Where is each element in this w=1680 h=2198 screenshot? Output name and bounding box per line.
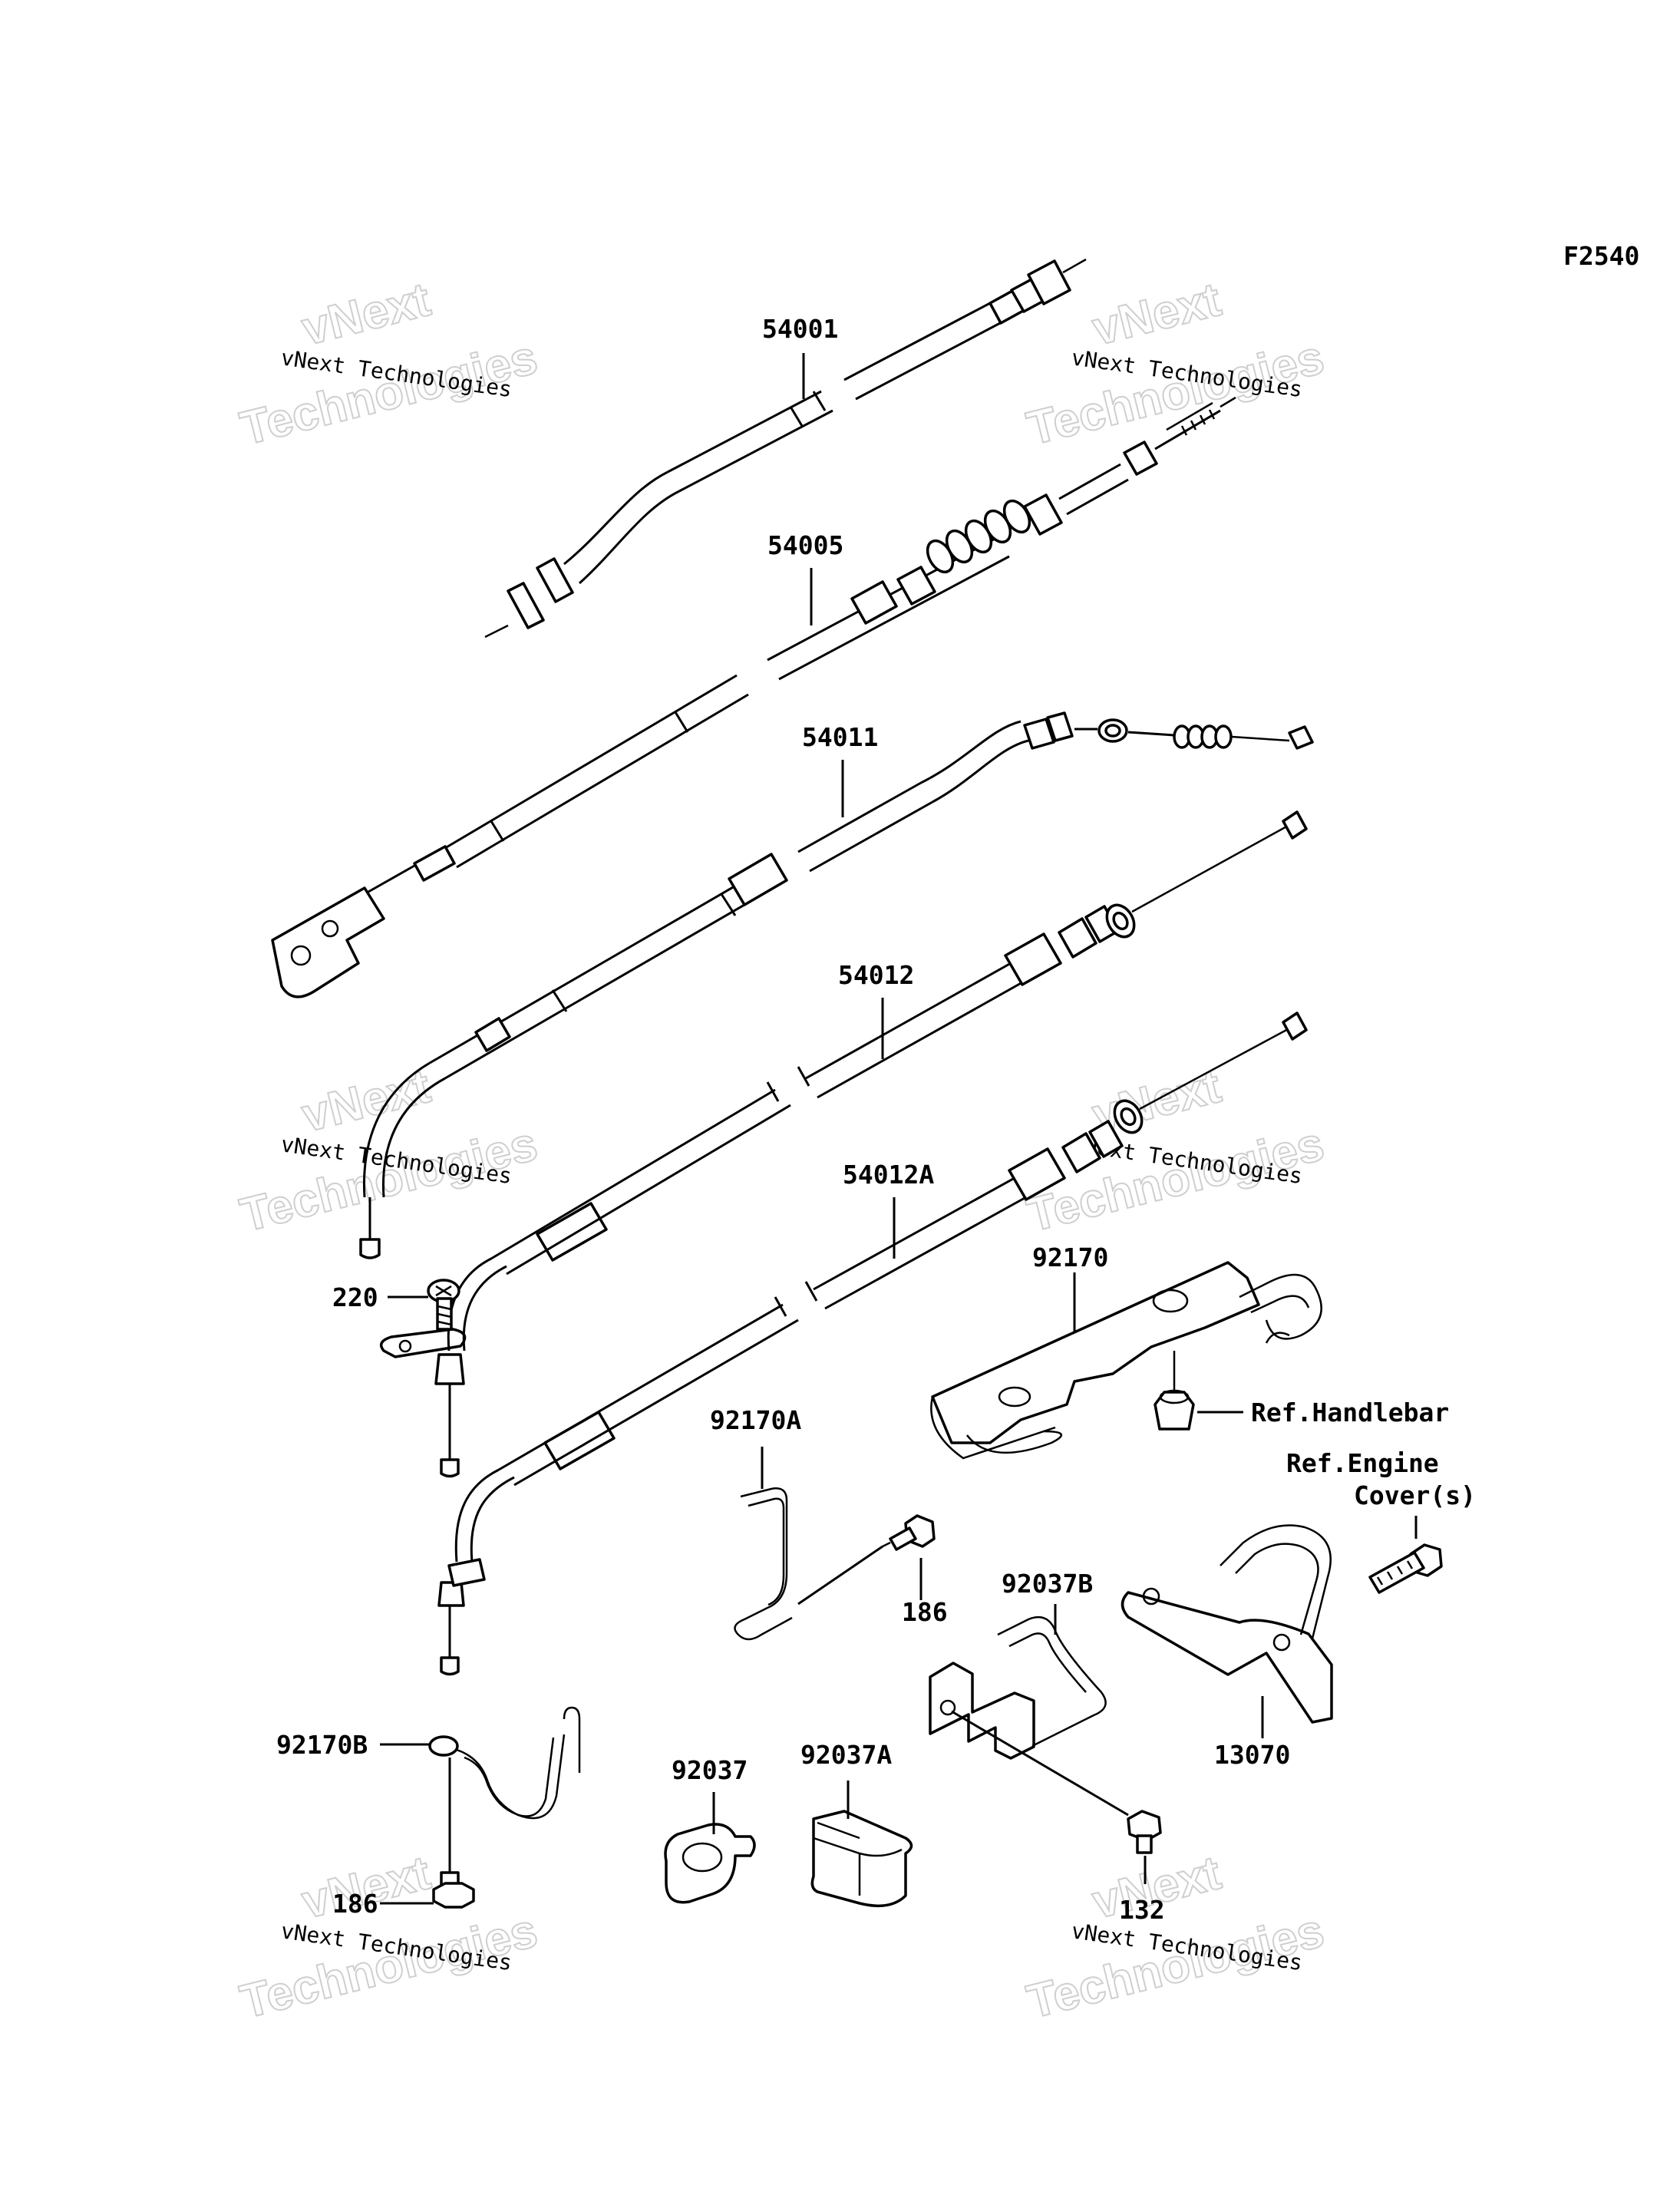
svg-text:vNext: vNext — [1088, 273, 1226, 356]
label-186-bottom: 186 — [332, 1889, 378, 1919]
boot-bellows-54005 — [926, 499, 1031, 574]
watermark-bottom-right: vNext Technologies vNext Technologies — [1022, 1846, 1330, 2030]
svg-text:vNext: vNext — [297, 273, 436, 356]
bolt-engine-cover — [1368, 1543, 1443, 1594]
ref-handlebar: Ref.Handlebar — [1251, 1398, 1449, 1427]
leader-186-mid-line — [797, 1545, 883, 1606]
cable-54012 — [379, 810, 1308, 1478]
label-92170B: 92170B — [276, 1730, 368, 1760]
label-54012: 54012 — [838, 960, 914, 990]
screw-220 — [427, 1279, 460, 1331]
label-92037A: 92037A — [800, 1740, 892, 1770]
cable-54011 — [359, 711, 1314, 1259]
label-54001: 54001 — [762, 314, 838, 344]
bracket-92170 — [930, 1261, 1322, 1460]
label-92037: 92037 — [672, 1755, 748, 1785]
ref-engine-line1: Ref.Engine — [1286, 1448, 1439, 1478]
clip-92170B — [428, 1706, 581, 1820]
bolt-186-mid — [882, 1514, 936, 1551]
bolt-132 — [1127, 1810, 1162, 1854]
label-92037B: 92037B — [1002, 1569, 1093, 1599]
label-92170A: 92170A — [710, 1405, 801, 1435]
label-186-mid: 186 — [902, 1597, 948, 1627]
cable-54005 — [271, 396, 1236, 998]
watermark-bottom-left: vNext Technologies vNext Technologies — [235, 1846, 543, 2030]
watermark-top-right: vNext Technologies vNext Technologies — [1022, 272, 1330, 457]
leader-132-line — [951, 1710, 1129, 1817]
label-54005: 54005 — [767, 530, 843, 560]
clamp-92037 — [664, 1823, 756, 1904]
label-132: 132 — [1119, 1895, 1165, 1925]
bracket-92037B — [929, 1615, 1107, 1760]
cable-54001 — [484, 258, 1087, 639]
watermark-top-left: vNext Technologies vNext Technologies — [235, 272, 543, 457]
clamp-92037A — [810, 1810, 913, 1908]
cable-54012A — [437, 1012, 1308, 1676]
figure-code: F2540 — [1563, 241, 1639, 271]
label-92170: 92170 — [1032, 1243, 1108, 1272]
label-13070: 13070 — [1214, 1740, 1290, 1770]
ref-engine-line2: Cover(s) — [1354, 1480, 1476, 1510]
label-220: 220 — [332, 1282, 378, 1312]
label-54011: 54011 — [802, 722, 878, 752]
nut-handlebar — [1154, 1351, 1195, 1431]
bracket-13070 — [1121, 1524, 1333, 1724]
clip-92170A — [734, 1487, 793, 1641]
bolt-186-bottom — [432, 1871, 475, 1909]
watermark-mid-left: vNext Technologies vNext Technologies — [235, 1059, 543, 1243]
label-54012A: 54012A — [843, 1160, 934, 1190]
